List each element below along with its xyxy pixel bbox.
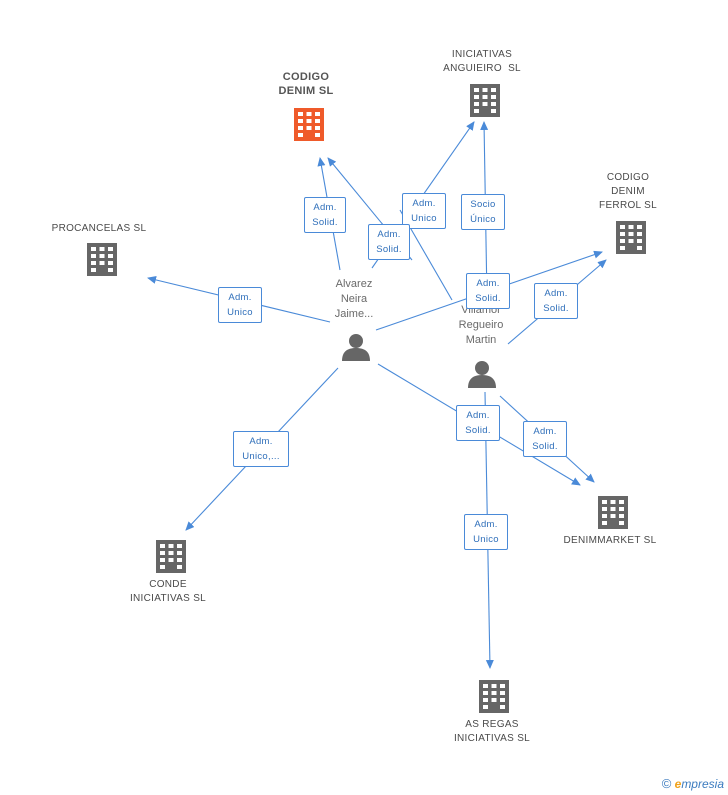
- role-badge-villamor-ferrol[interactable]: Adm. Solid.: [534, 283, 578, 319]
- copyright-symbol: ©: [661, 776, 672, 791]
- role-line: Adm.: [313, 202, 337, 213]
- person-name-line: Regueiro: [458, 319, 504, 331]
- role-line: Adm.: [544, 288, 568, 299]
- company-name-line: INICIATIVAS SL: [453, 733, 531, 744]
- person-name-line: Neira: [340, 293, 368, 305]
- company-label-conde-iniciativas[interactable]: CONDE INICIATIVAS SL: [116, 578, 220, 606]
- person-name-line: Martin: [465, 334, 497, 346]
- person-icon-alvarez[interactable]: [342, 334, 370, 361]
- role-line: Adm.: [377, 229, 401, 240]
- company-label-codigo-denim-ferrol[interactable]: CODIGO DENIM FERROL SL: [586, 171, 670, 213]
- company-name-line: AS REGAS: [465, 719, 519, 730]
- role-badge-alvarez-ferrol[interactable]: Adm. Solid.: [466, 273, 510, 309]
- building-icon-codigo-denim-ferrol[interactable]: [616, 221, 646, 254]
- company-name-line: DENIM SL: [278, 85, 334, 97]
- building-icon-denimmarket[interactable]: [598, 496, 628, 529]
- role-line: Unico: [227, 307, 253, 318]
- company-name-line: PROCANCELAS SL: [51, 223, 147, 234]
- role-badge-alvarez-anguieiro[interactable]: Adm. Unico: [402, 193, 446, 229]
- role-line: Adm.: [412, 198, 436, 209]
- role-badge-villamor-anguieiro[interactable]: Socio Único: [461, 194, 505, 230]
- role-badge-alvarez-codigo-denim[interactable]: Adm. Solid.: [304, 197, 346, 233]
- brand-logo-text: mpresia: [681, 777, 724, 791]
- company-label-as-regas[interactable]: AS REGAS INICIATIVAS SL: [440, 718, 544, 746]
- role-badge-alvarez-conde[interactable]: Adm. Unico,...: [233, 431, 289, 467]
- building-icon-procancelas[interactable]: [87, 243, 117, 276]
- role-line: Unico: [411, 213, 437, 224]
- role-line: Solid.: [376, 244, 402, 255]
- company-name-line: INICIATIVAS SL: [129, 593, 207, 604]
- role-badge-villamor-denimmarket[interactable]: Adm. Solid.: [523, 421, 567, 457]
- role-line: Solid.: [312, 217, 338, 228]
- building-icon-conde-iniciativas[interactable]: [156, 540, 186, 573]
- person-name-line: Jaime...: [334, 308, 374, 320]
- role-line: Adm.: [466, 410, 490, 421]
- company-name-line: ANGUIEIRO SL: [443, 63, 521, 74]
- person-label-villamor[interactable]: Villamor Regueiro Martin: [446, 303, 516, 348]
- role-badge-alvarez-denimmarket[interactable]: Adm. Solid.: [456, 405, 500, 441]
- copyright-footer[interactable]: © empresia: [662, 776, 724, 791]
- role-line: Solid.: [465, 425, 491, 436]
- role-line: Solid.: [532, 441, 558, 452]
- role-line: Solid.: [543, 303, 569, 314]
- company-label-anguieiro[interactable]: INICIATIVAS ANGUIEIRO SL: [426, 48, 538, 76]
- company-name-line: FERROL SL: [599, 200, 657, 211]
- role-badge-alvarez-procancelas[interactable]: Adm. Unico: [218, 287, 262, 323]
- person-label-alvarez[interactable]: Alvarez Neira Jaime...: [318, 277, 390, 322]
- company-name-line: DENIM: [611, 186, 645, 197]
- role-line: Adm.: [533, 426, 557, 437]
- role-line: Solid.: [475, 293, 501, 304]
- role-line: Socio: [470, 199, 496, 210]
- company-name-line: CODIGO: [282, 71, 330, 83]
- role-line: Adm.: [249, 436, 273, 447]
- role-line: Unico,...: [242, 451, 280, 462]
- person-icon-villamor[interactable]: [468, 361, 496, 388]
- role-line: Unico: [473, 534, 499, 545]
- role-line: Adm.: [476, 278, 500, 289]
- building-icon-as-regas[interactable]: [479, 680, 509, 713]
- company-label-denimmarket[interactable]: DENIMMARKET SL: [556, 534, 664, 548]
- company-label-codigo-denim[interactable]: CODIGO DENIM SL: [262, 70, 350, 98]
- person-name-line: Alvarez: [335, 278, 373, 290]
- building-icon-anguieiro[interactable]: [470, 84, 500, 117]
- brand-logo-e: e: [674, 777, 682, 791]
- role-line: Único: [470, 214, 496, 225]
- company-name-line: CODIGO: [606, 172, 650, 183]
- building-icon-codigo-denim[interactable]: [294, 108, 324, 141]
- role-badge-villamor-asregas[interactable]: Adm. Unico: [464, 514, 508, 550]
- company-label-procancelas[interactable]: PROCANCELAS SL: [40, 222, 158, 236]
- company-name-line: DENIMMARKET SL: [563, 535, 657, 546]
- role-badge-alvarez-codigo-denim-2[interactable]: Adm. Solid.: [368, 224, 410, 260]
- company-name-line: CONDE: [149, 579, 187, 590]
- role-line: Adm.: [474, 519, 498, 530]
- company-name-line: INICIATIVAS: [451, 49, 513, 60]
- role-line: Adm.: [228, 292, 252, 303]
